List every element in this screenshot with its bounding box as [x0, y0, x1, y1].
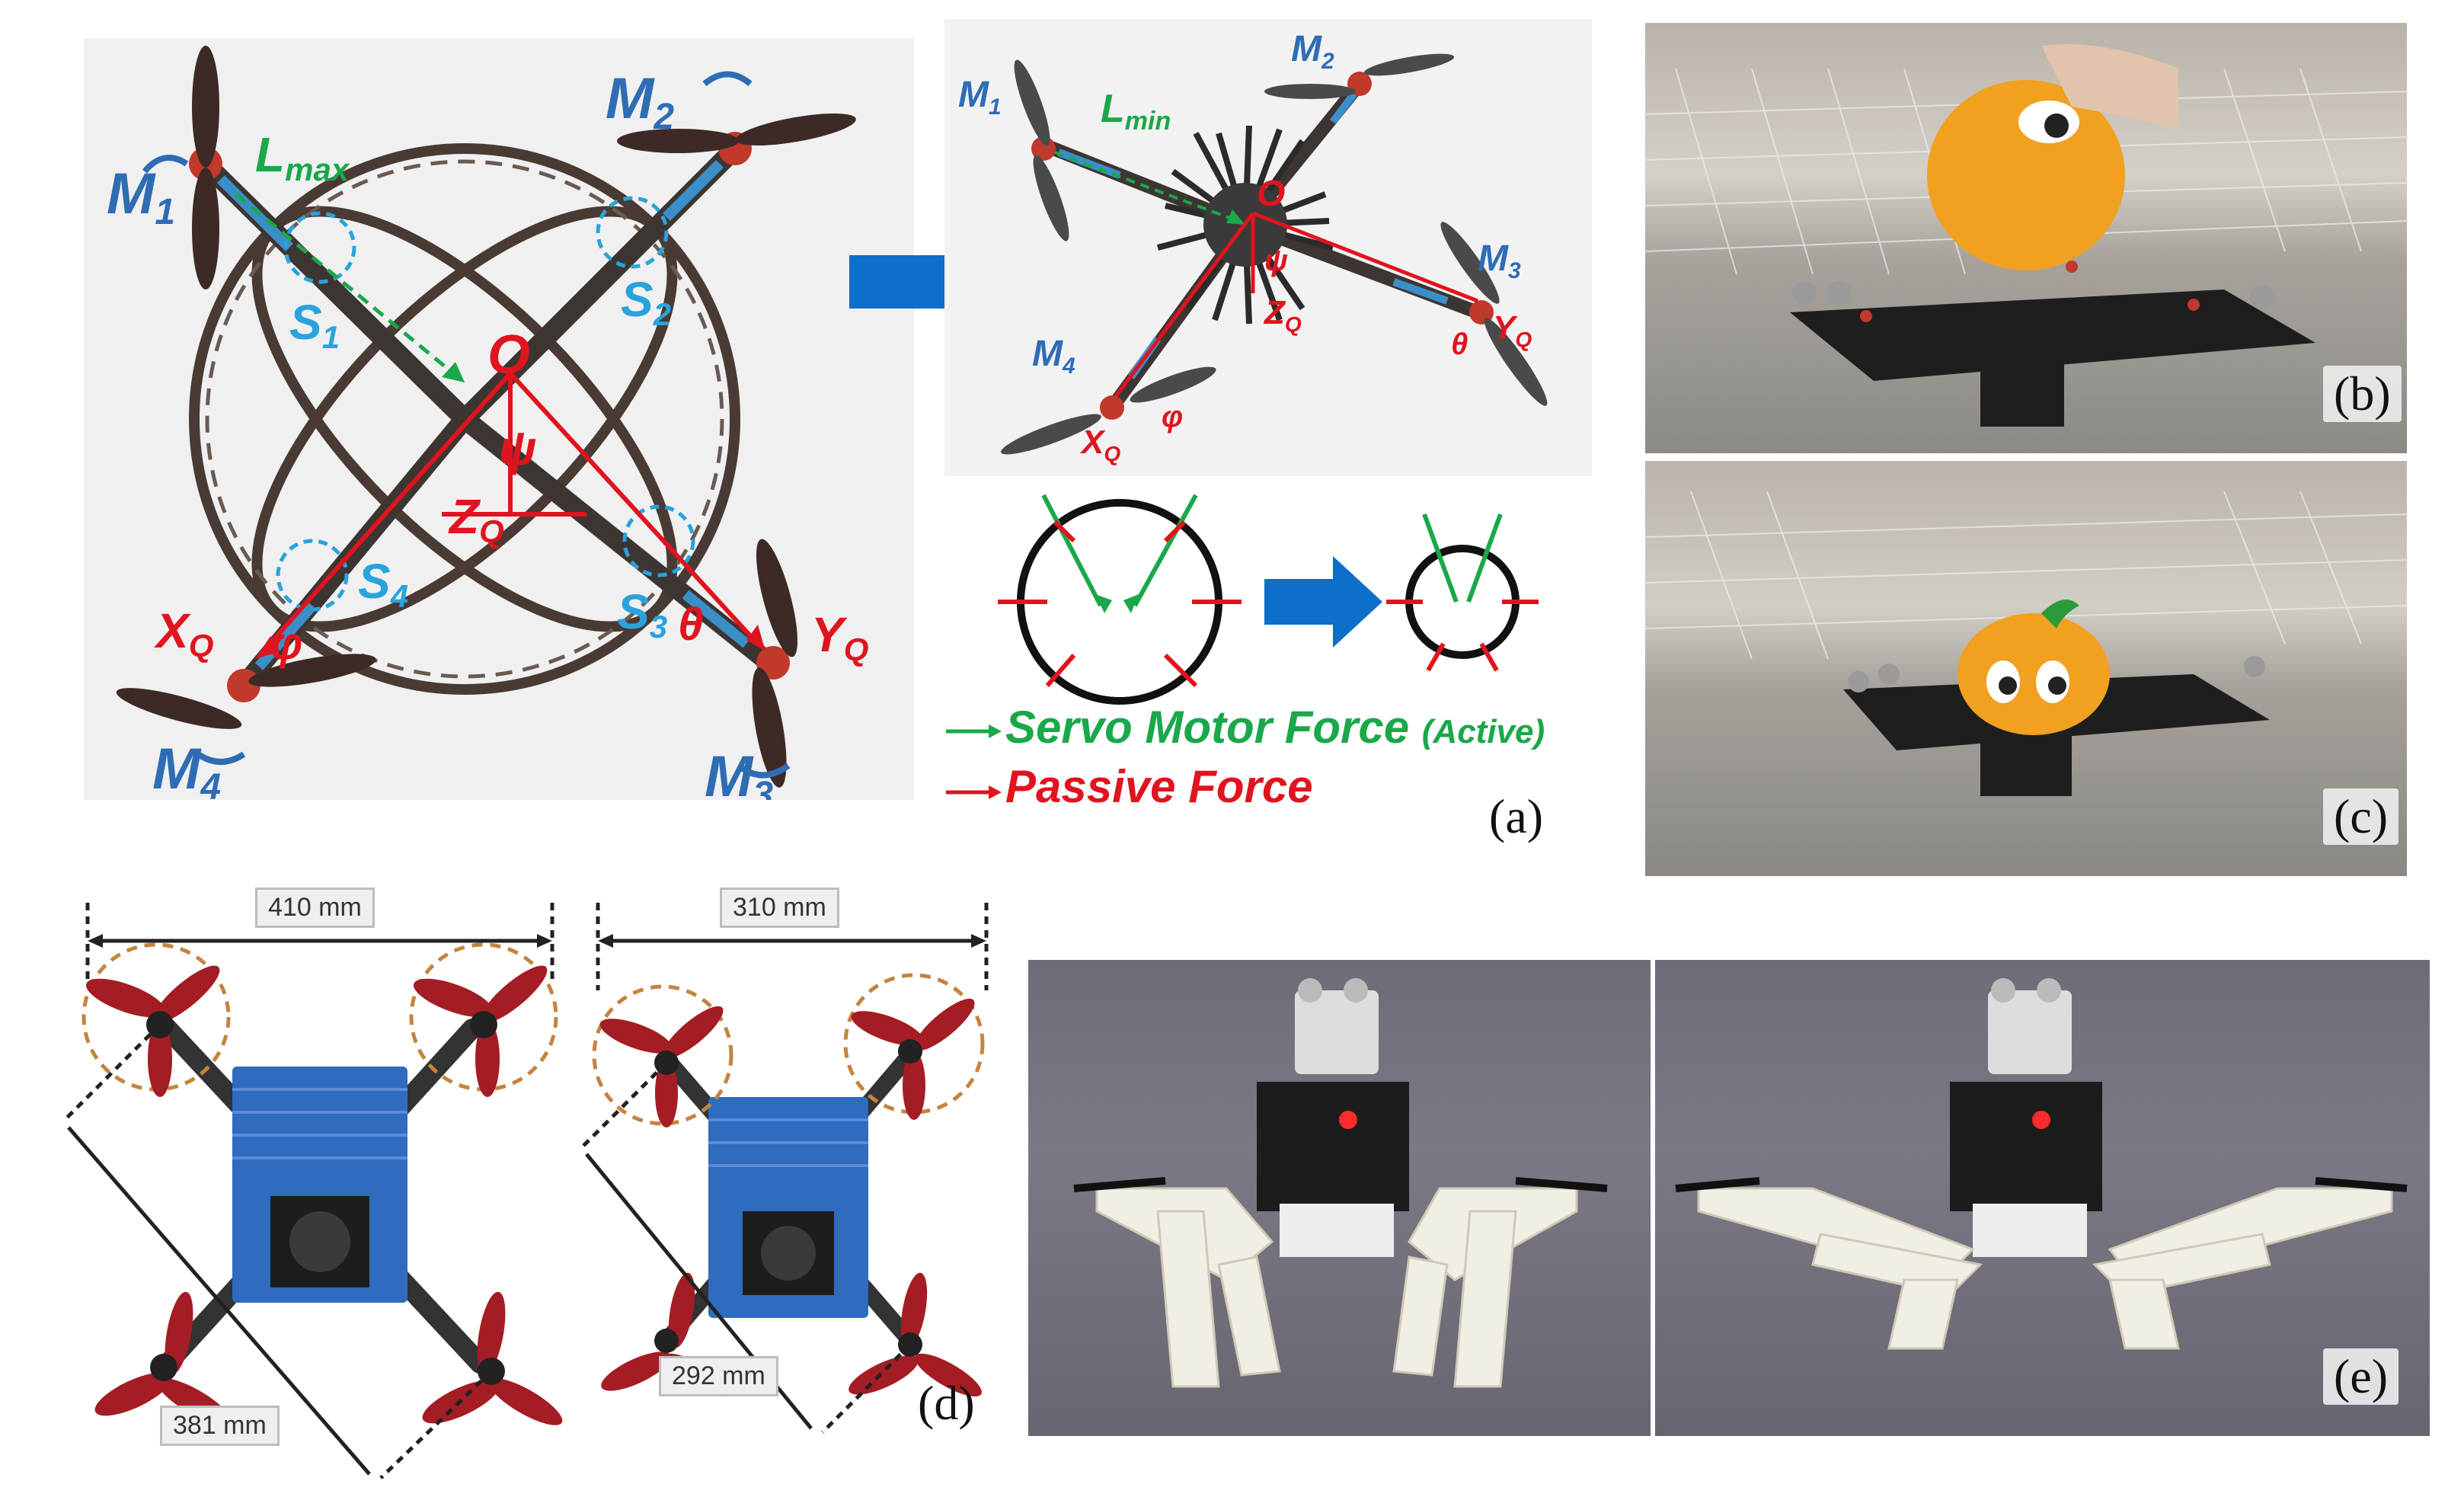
drone-small	[581, 903, 989, 1434]
motor-label-m3-folded: M3	[1478, 238, 1521, 283]
angle-label-psi: ψ	[499, 421, 536, 475]
panel-b-photo	[1645, 23, 2407, 453]
panel-label-c: (c)	[2323, 788, 2399, 845]
axis-label-xq-folded: XQ	[1079, 424, 1120, 465]
panel-a-left-render: M1 M2 M3 M4 Lmax S1 S2 S3 S4 O ZQ XQ YQ …	[84, 38, 914, 800]
axis-label-zq-folded: ZQ	[1263, 294, 1302, 336]
motor-label-m4: M4	[152, 737, 221, 800]
robot-legs-down	[1073, 978, 1608, 1388]
axis-label-zq: ZQ	[448, 489, 504, 550]
panel-label-a: (a)	[1489, 789, 1544, 843]
motor-label-m1: M1	[107, 162, 175, 232]
motor-label-m3: M3	[705, 744, 773, 800]
legend-servo-force: Servo Motor Force (Active)	[1005, 702, 1545, 753]
servo-label-s1: S1	[289, 295, 340, 355]
legend-passive-force: Passive Force	[1005, 761, 1313, 812]
length-label-lmin: Lmin	[1101, 87, 1171, 136]
origin-label: O	[487, 325, 530, 385]
legend-green-arrow	[946, 724, 1002, 738]
dimension-diagonal-small: 292 mm	[659, 1356, 778, 1396]
panel-d-diagram: 410 mm 381 mm 310 mm 292 mm	[46, 868, 1005, 1486]
axis-label-yq-folded: YQ	[1493, 309, 1532, 351]
motor-label-m2: M2	[606, 66, 674, 137]
panel-e-photos	[1028, 960, 2430, 1436]
angle-label-theta: θ	[678, 599, 703, 650]
origin-label-folded: O	[1257, 174, 1285, 214]
angle-label-phi-folded: φ	[1162, 400, 1183, 433]
quadrotor-expanded-diagram: M1 M2 M3 M4 Lmax S1 S2 S3 S4 O ZQ XQ YQ …	[107, 46, 868, 800]
panel-label-b: (b)	[2323, 366, 2402, 422]
length-label-lmax: Lmax	[255, 127, 350, 187]
panel-c-photo	[1645, 461, 2407, 876]
quadrotor-folded-diagram: M1 M2 M3 M4 Lmin O ZQ YQ XQ ψ θ φ	[958, 29, 1548, 465]
dimension-width-small: 310 mm	[720, 888, 839, 928]
force-schematic	[998, 494, 1539, 705]
servo-label-s2: S2	[621, 272, 671, 332]
legend-red-arrow	[946, 785, 1002, 799]
robot-legs-spread	[1675, 978, 2408, 1350]
panel-a-right-render: M1 M2 M3 M4 Lmin O ZQ YQ XQ ψ θ φ	[944, 19, 1592, 476]
angle-label-theta-folded: θ	[1451, 328, 1468, 361]
axis-label-xq: XQ	[154, 603, 213, 664]
motor-label-m1-folded: M1	[958, 75, 1002, 120]
angle-label-phi: φ	[270, 618, 302, 669]
angle-label-psi-folded: ψ	[1264, 244, 1288, 277]
dimension-width-large: 410 mm	[255, 888, 375, 928]
motor-label-m4-folded: M4	[1032, 334, 1075, 379]
force-legend: Servo Motor Force (Active) Passive Force	[944, 701, 1630, 823]
drone-large	[63, 903, 563, 1479]
motor-label-m2-folded: M2	[1291, 29, 1334, 74]
panel-label-e: (e)	[2323, 1348, 2399, 1405]
servo-label-s4: S4	[358, 554, 408, 614]
axis-label-yq: YQ	[811, 607, 868, 668]
dimension-diagonal-large: 381 mm	[160, 1406, 280, 1446]
servo-label-s3: S3	[617, 584, 667, 644]
panel-label-d: (d)	[918, 1376, 975, 1430]
